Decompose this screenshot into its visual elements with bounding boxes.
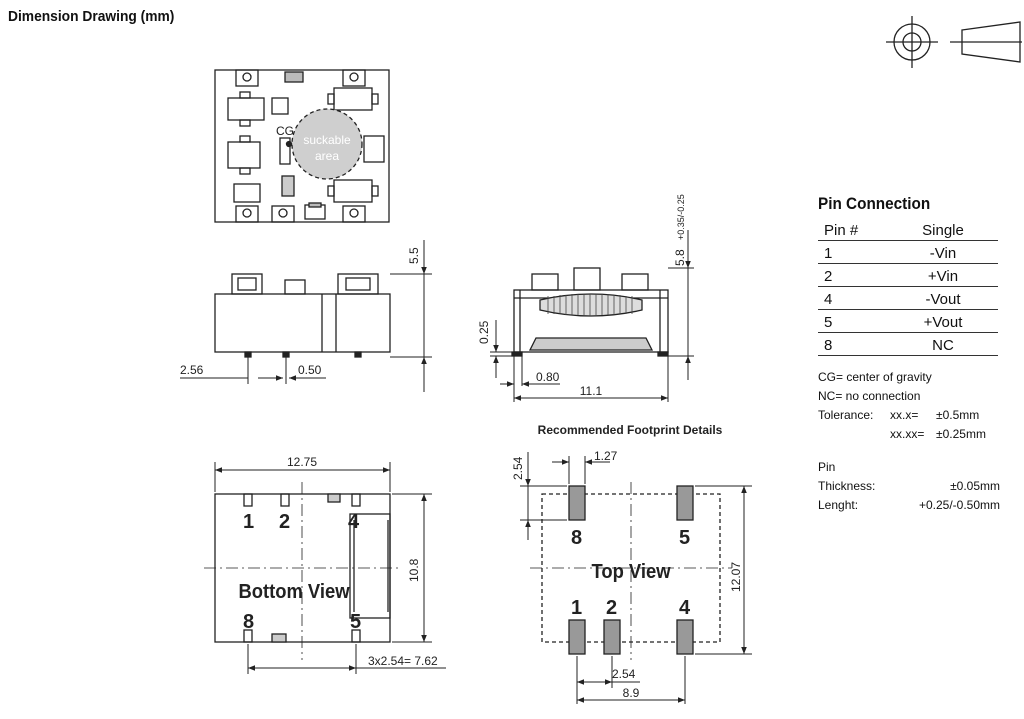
table-header-row: Pin # Single bbox=[818, 218, 998, 241]
dim-pad-setback: 0.80 bbox=[536, 370, 560, 384]
pin-connection-panel: Pin Connection Pin # Single 1 -Vin 2 +Vi… bbox=[818, 194, 1000, 515]
dim-height-front: 5.8 bbox=[673, 249, 687, 266]
top-pin-1: 1 bbox=[571, 597, 582, 619]
side-dimension-lines bbox=[180, 240, 432, 392]
dim-depth: 10.8 bbox=[407, 558, 421, 582]
footprint-dimension-lines bbox=[520, 452, 752, 704]
bottom-pin-5: 5 bbox=[350, 611, 361, 633]
top-view-label: Top View bbox=[591, 561, 670, 583]
tolerance-label: Tolerance: bbox=[818, 408, 874, 422]
projection-symbol-icon bbox=[886, 16, 1022, 68]
pin-connection-table: Pin # Single 1 -Vin 2 +Vin 4 -Vout 5 +Vo… bbox=[818, 218, 998, 356]
dim-fp-span: 8.9 bbox=[623, 686, 640, 700]
bottom-pin-8: 8 bbox=[243, 611, 254, 633]
bottom-pin-2: 2 bbox=[279, 511, 290, 533]
dim-fp-pitch: 2.54 bbox=[612, 667, 636, 681]
dim-fp-pad-width: 1.27 bbox=[594, 449, 618, 463]
thickness-row: Thickness: ±0.05mm bbox=[818, 479, 1000, 493]
front-dimension-lines bbox=[490, 230, 694, 402]
dim-pin-width: 0.50 bbox=[298, 363, 322, 377]
pin-spec-block: Pin Thickness: ±0.05mm Lenght: +0.25/-0.… bbox=[818, 458, 1000, 515]
page-title: Dimension Drawing (mm) bbox=[8, 8, 175, 25]
pin-spec-label: Pin bbox=[818, 460, 836, 474]
module-top-view bbox=[214, 69, 390, 223]
tolerance-row-1: Tolerance: xx.x= ±0.5mm bbox=[818, 406, 1000, 425]
suckable-label-2: area bbox=[315, 149, 339, 163]
footprint-center-lines bbox=[530, 482, 732, 660]
note-nc: NC= no connection bbox=[818, 389, 921, 403]
top-pin-8: 8 bbox=[571, 527, 582, 549]
top-pin-2: 2 bbox=[606, 597, 617, 619]
header-single: Single bbox=[888, 218, 998, 241]
dim-fp-row-spacing: 12.07 bbox=[729, 562, 743, 592]
dim-height-front-tol: +0.35/-0.25 bbox=[676, 194, 686, 240]
bottom-center-lines bbox=[204, 482, 402, 660]
tolerance-row-2: xx.xx= ±0.25mm bbox=[890, 427, 986, 441]
footprint-pads bbox=[568, 485, 694, 655]
pin-connection-title: Pin Connection bbox=[818, 194, 931, 213]
table-row: 1 -Vin bbox=[818, 240, 998, 264]
dim-fp-pad-height: 2.54 bbox=[511, 456, 525, 480]
bottom-dimension-lines bbox=[214, 462, 446, 674]
top-pin-4: 4 bbox=[679, 597, 691, 619]
dim-width: 12.75 bbox=[287, 455, 317, 469]
bottom-pin-4: 4 bbox=[348, 511, 360, 533]
bottom-view-label: Bottom View bbox=[238, 581, 349, 603]
note-cg: CG= center of gravity bbox=[818, 370, 932, 384]
table-row: 5 +Vout bbox=[818, 309, 998, 333]
module-front-view bbox=[511, 267, 669, 357]
front-coil-windings bbox=[547, 294, 633, 316]
cg-label: CG bbox=[276, 124, 294, 138]
bottom-pin-1: 1 bbox=[243, 511, 254, 533]
top-pin-5: 5 bbox=[679, 527, 690, 549]
dim-height-side: 5.5 bbox=[407, 247, 421, 264]
table-row: 2 +Vin bbox=[818, 263, 998, 287]
dim-pin-offset: 2.56 bbox=[180, 363, 204, 377]
dim-standoff: 0.25 bbox=[477, 320, 491, 344]
header-pin: Pin # bbox=[818, 218, 888, 241]
footprint-title: Recommended Footprint Details bbox=[538, 423, 723, 437]
table-row: 8 NC bbox=[818, 332, 998, 356]
suckable-label-1: suckable bbox=[303, 133, 351, 147]
notes-block: CG= center of gravity NC= no connection … bbox=[818, 368, 1000, 444]
table-row: 4 -Vout bbox=[818, 286, 998, 310]
dim-length: 11.1 bbox=[580, 384, 603, 398]
length-row: Lenght: +0.25/-0.50mm bbox=[818, 498, 1000, 512]
module-side-view bbox=[214, 273, 391, 358]
dim-pitch-total: 3x2.54= 7.62 bbox=[368, 654, 438, 668]
